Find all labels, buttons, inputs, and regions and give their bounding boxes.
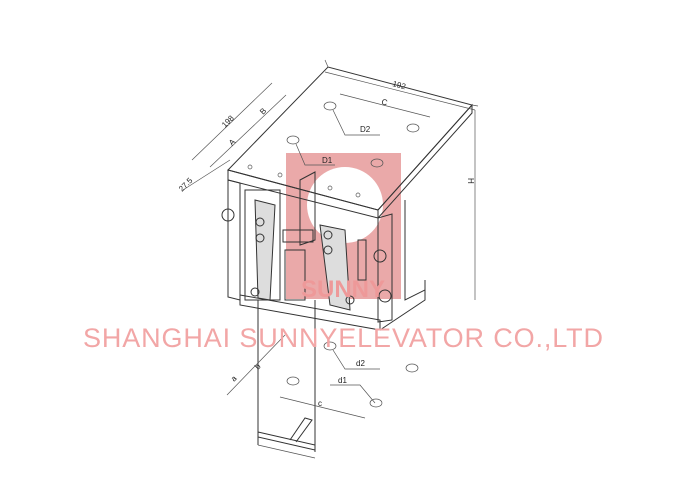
dim-B: B <box>258 106 268 116</box>
dim-A: A <box>227 137 238 148</box>
watermark-logo-text: SUNNY <box>301 276 385 303</box>
dim-c: c <box>318 399 322 408</box>
dimension-lines <box>182 59 479 419</box>
dim-H: H <box>466 178 475 184</box>
dim-C: C <box>380 97 388 107</box>
label-d2: d2 <box>356 359 365 368</box>
dim-198: 198 <box>220 113 236 129</box>
guide-rail <box>257 300 419 459</box>
label-d1: d1 <box>338 376 347 385</box>
dim-192: 192 <box>391 79 407 91</box>
label-D1: D1 <box>322 156 333 165</box>
body-frame <box>221 171 426 331</box>
label-D2: D2 <box>360 125 371 134</box>
dim-27-5: 27.5 <box>177 176 195 194</box>
dim-a: a <box>229 374 239 384</box>
dim-b: b <box>253 362 263 372</box>
watermark-company: SHANGHAI SUNNYELEVATOR CO.,LTD <box>83 323 603 353</box>
